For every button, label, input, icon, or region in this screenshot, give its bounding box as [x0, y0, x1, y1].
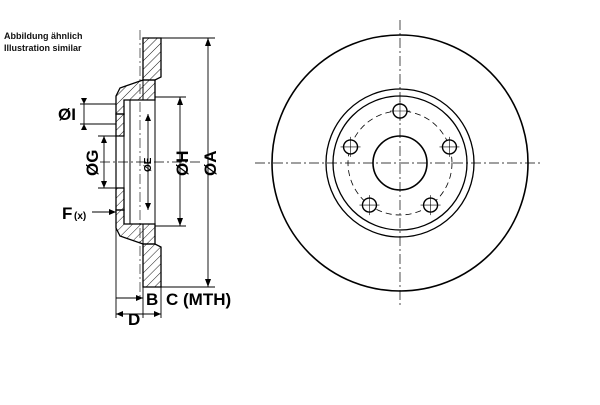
- hat-wall-lower: [115, 209, 156, 245]
- dimension-arrows: [81, 38, 211, 317]
- friction-ring-inner-edge: [325, 88, 475, 238]
- front-view: [255, 20, 540, 308]
- center-bore: [372, 135, 428, 191]
- dimension-label-b: B: [146, 290, 158, 309]
- cross-section-view: [100, 30, 200, 300]
- dimension-label-f: F: [62, 204, 72, 223]
- dimension-label-c: C (MTH): [166, 290, 231, 309]
- hub-flange-upper: [115, 113, 125, 137]
- disc-outer-edge: [271, 34, 529, 292]
- caption-line-de: Abbildung ähnlich: [4, 31, 83, 41]
- bolt-holes: [340, 101, 460, 216]
- dimension-label-e: ØE: [143, 157, 154, 172]
- dimension-label-f-sub: (x): [74, 211, 86, 222]
- dimension-label-g: ØG: [83, 150, 102, 176]
- hat-wall-upper: [115, 79, 156, 115]
- dimension-label-a: ØA: [201, 151, 220, 177]
- dimension-label-d: D: [128, 310, 140, 329]
- dimension-label-i: ØI: [58, 105, 76, 124]
- hub-flange-lower: [115, 187, 125, 211]
- hat-edge: [332, 95, 468, 231]
- caption-line-en: Illustration similar: [4, 43, 82, 53]
- friction-ring-lower: [142, 243, 162, 288]
- dimension-lines: [80, 37, 215, 318]
- dimension-label-h: ØH: [173, 151, 192, 177]
- friction-ring-upper: [142, 37, 162, 81]
